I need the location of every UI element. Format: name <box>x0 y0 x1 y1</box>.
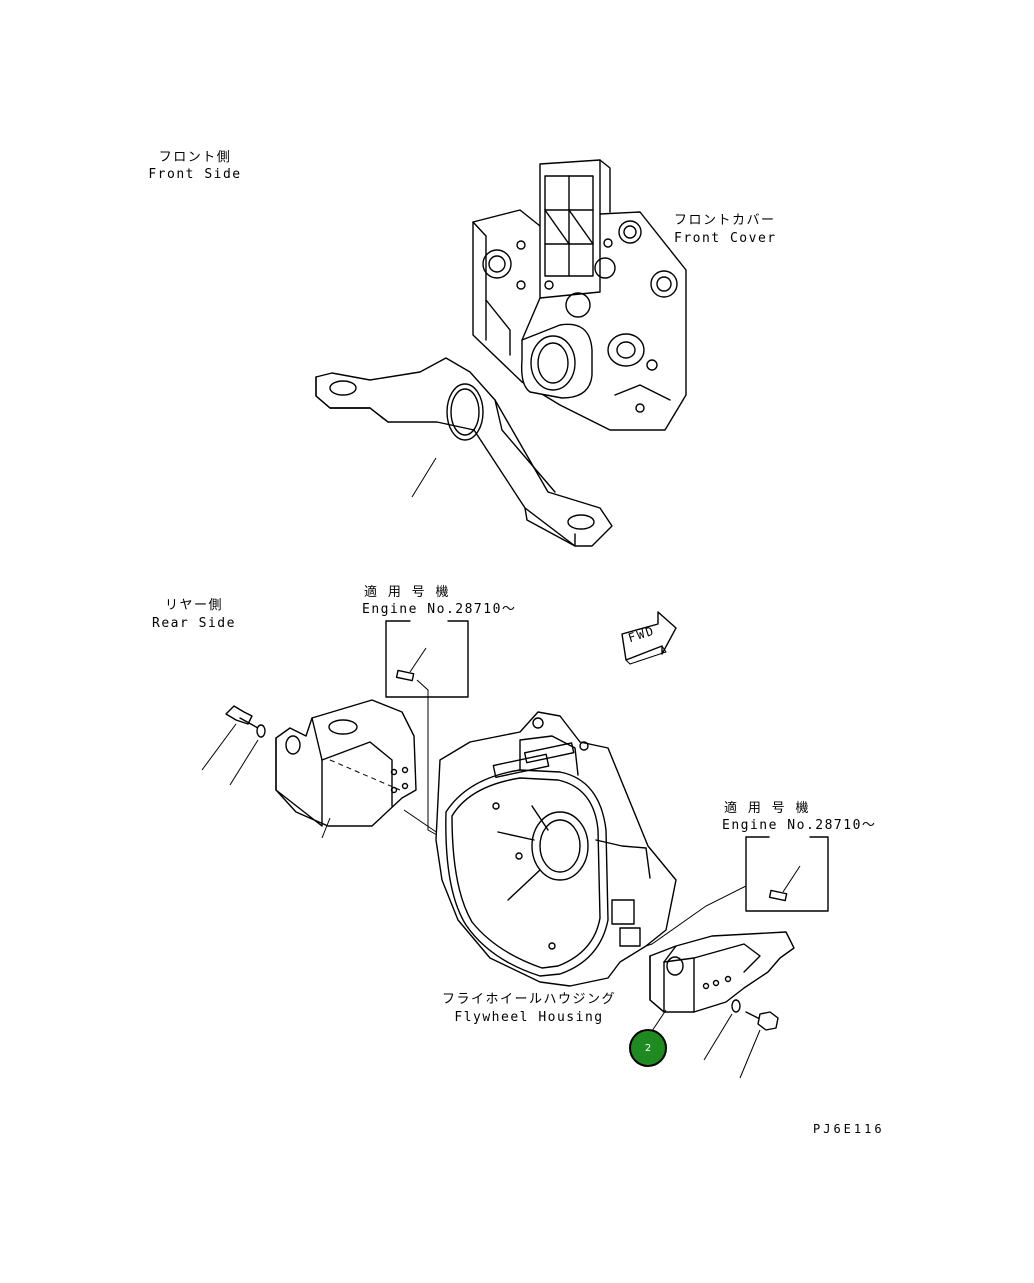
right-bolt-part[interactable] <box>739 1011 779 1079</box>
rear-side-label-en: Rear Side <box>152 616 236 631</box>
inset-box-right <box>645 836 829 947</box>
applicable-engine-label-left-jp: 適 用 号 機 <box>364 585 450 600</box>
applicable-engine-label-right-en: Engine No.28710～ <box>722 818 877 833</box>
left-washer-part[interactable] <box>229 724 266 786</box>
front-cover-label-jp: フロントカバー <box>674 213 776 228</box>
front-cover-part[interactable] <box>472 159 687 431</box>
flywheel-housing-part[interactable] <box>435 711 677 987</box>
left-bolt-part[interactable] <box>201 705 259 771</box>
front-side-label-en: Front Side <box>148 167 242 182</box>
applicable-engine-label-left-en: Engine No.28710～ <box>362 602 517 617</box>
right-washer-part[interactable] <box>703 999 741 1061</box>
inset-box-left <box>385 620 469 841</box>
left-rear-bracket-part[interactable] <box>275 699 449 841</box>
drawing-code: PJ6E116 <box>813 1122 885 1136</box>
part-callout-2[interactable]: 2 <box>629 1029 667 1067</box>
callout-number: 2 <box>644 1042 652 1054</box>
applicable-engine-label-right-jp: 適 用 号 機 <box>724 801 810 816</box>
flywheel-housing-label-jp: フライホイールハウジング <box>441 992 616 1007</box>
flywheel-housing-label-en: Flywheel Housing <box>454 1010 604 1025</box>
rear-side-label-jp: リヤー側 <box>164 598 223 613</box>
fwd-arrow-icon <box>621 611 677 665</box>
front-side-label-jp: フロント側 <box>158 150 232 165</box>
front-cover-label-en: Front Cover <box>674 231 777 246</box>
right-rear-bracket-part[interactable] <box>649 931 795 1035</box>
front-support-bracket-part[interactable] <box>315 357 613 547</box>
